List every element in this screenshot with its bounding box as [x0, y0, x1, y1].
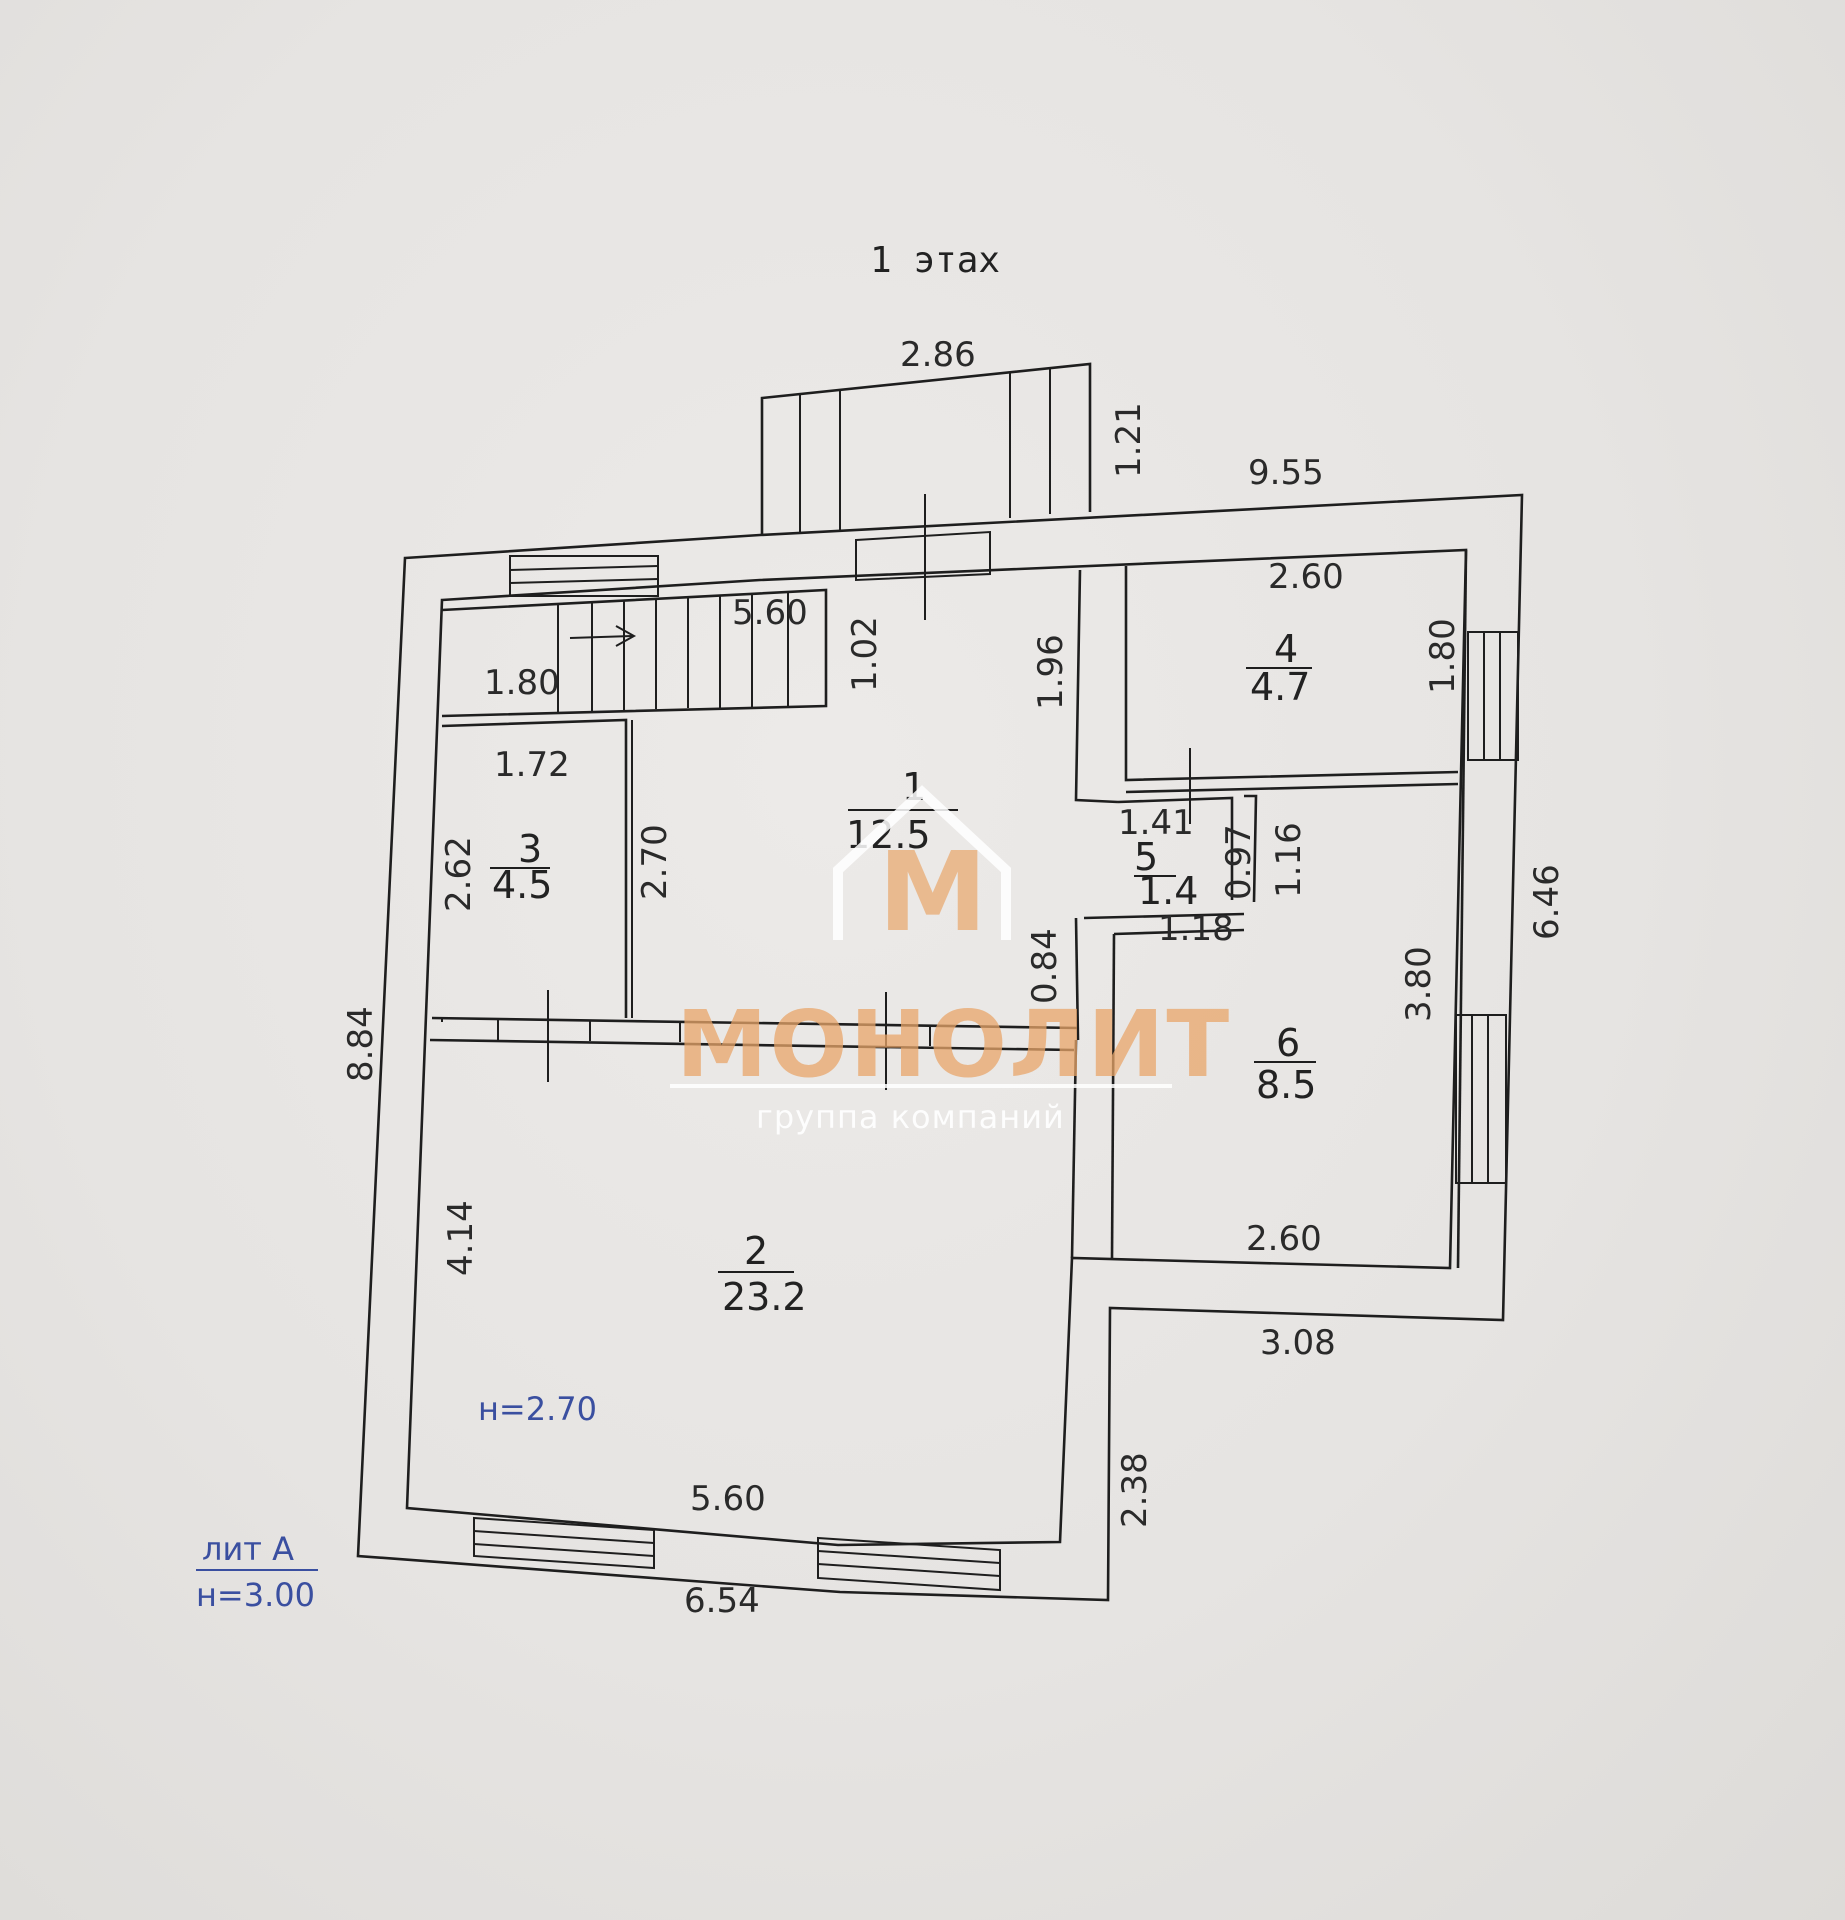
dim-top-width: 9.55	[1248, 453, 1324, 493]
room-4-number: 4	[1274, 627, 1298, 671]
dim-room5-bottom: 1.18	[1158, 909, 1234, 949]
dim-room3-height: 2.62	[439, 836, 479, 912]
dim-stair-length: 5.60	[732, 593, 808, 633]
dim-left-outer: 8.84	[341, 1006, 381, 1082]
room-6-number: 6	[1276, 1021, 1300, 1065]
dim-room5-h1: 0.97	[1219, 824, 1259, 900]
dim-hall-step: 0.84	[1025, 928, 1065, 1004]
dim-porch-depth: 1.21	[1109, 402, 1149, 478]
dim-right-outer: 6.46	[1527, 864, 1567, 940]
room-5-area: 1.4	[1138, 869, 1198, 913]
room-labels: 1 12.5 2 23.2 3 4.5 4 4.7 5 1.4 6 8.5	[490, 627, 1316, 1319]
room-6-area: 8.5	[1256, 1063, 1316, 1107]
dim-room5-h2: 1.16	[1269, 822, 1309, 898]
watermark-brand: МОНОЛИТ	[676, 991, 1231, 1098]
room-2-area: 23.2	[722, 1275, 807, 1319]
dim-room5-top: 1.41	[1118, 803, 1194, 843]
dim-stair-width: 1.80	[484, 663, 560, 703]
dim-room4-width: 2.60	[1268, 557, 1344, 597]
letter-label: лит А	[202, 1530, 294, 1568]
watermark-tagline: группа компаний	[756, 1098, 1065, 1136]
dim-hall-left: 2.70	[635, 824, 675, 900]
porch	[760, 362, 1092, 620]
staircase	[441, 588, 828, 718]
room-5-number: 5	[1134, 835, 1158, 879]
dimension-labels: 2.86 1.21 9.55 5.60 1.80 1.02 1.96 2.60 …	[341, 335, 1567, 1621]
room-height-note: н=2.70	[478, 1390, 597, 1428]
dim-room3-width: 1.72	[494, 745, 570, 785]
floor-title: 1 этах	[870, 240, 1000, 281]
interior-walls	[429, 549, 1468, 1269]
watermark-letter: М	[878, 828, 987, 956]
dim-hall-depth: 1.96	[1031, 634, 1071, 710]
dim-room2-width: 5.60	[690, 1479, 766, 1519]
room-3-area: 4.5	[492, 863, 552, 907]
dim-right-lower: 2.38	[1115, 1452, 1155, 1528]
dim-room2-height: 4.14	[441, 1200, 481, 1276]
dim-bottom-right: 3.08	[1260, 1323, 1336, 1363]
dim-porch-width: 2.86	[900, 335, 976, 375]
room-3-number: 3	[518, 827, 542, 871]
dim-room6-height: 3.80	[1399, 946, 1439, 1022]
room-2-number: 2	[744, 1229, 768, 1273]
dim-hall-top: 1.02	[845, 616, 885, 692]
windows	[473, 555, 1519, 1592]
dim-room6-width: 2.60	[1246, 1219, 1322, 1259]
watermark-logo: М МОНОЛИТ группа компаний	[670, 785, 1231, 1136]
room-4-area: 4.7	[1250, 665, 1310, 709]
letter-height: н=3.00	[196, 1576, 315, 1614]
dim-bottom-left: 6.54	[684, 1581, 760, 1621]
dim-room4-height: 1.80	[1423, 618, 1463, 694]
